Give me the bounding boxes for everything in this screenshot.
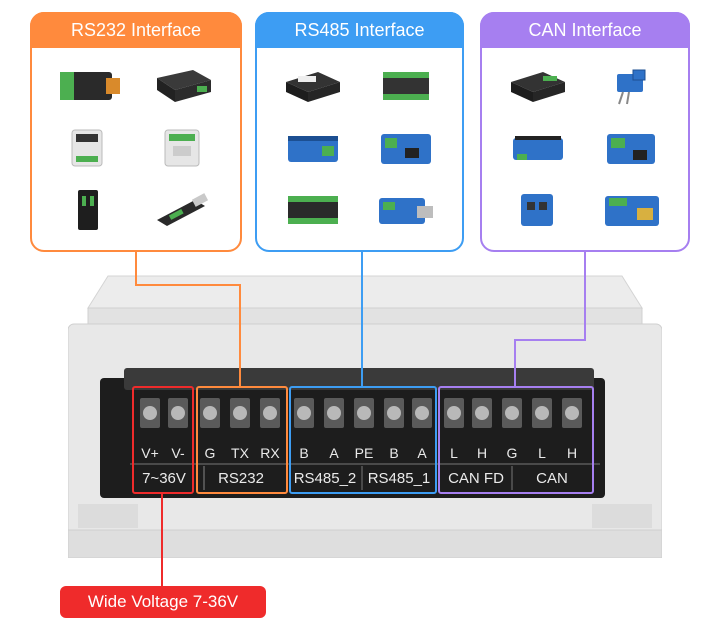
rs485-panel-title: RS485 Interface — [255, 12, 464, 48]
can-device-image — [588, 182, 676, 238]
terminal-label: H — [476, 445, 488, 461]
terminal-label: G — [506, 445, 518, 461]
wide-voltage-callout: Wide Voltage 7-36V — [60, 586, 266, 618]
rs485-device-image — [363, 58, 451, 114]
can-interface-panel: CAN Interface — [480, 12, 690, 252]
power-group-label: 7~36V — [142, 469, 186, 487]
terminal-label: B — [299, 445, 309, 461]
terminal-label: B — [389, 445, 399, 461]
rs485-device-image — [269, 58, 357, 114]
rs485-device-image — [269, 182, 357, 238]
screw-head — [387, 406, 401, 420]
terminal-label: V- — [171, 445, 185, 461]
screw-head — [203, 406, 217, 420]
terminal-label: A — [417, 445, 427, 461]
rs232-device-image — [44, 120, 133, 176]
rs485-device-grid — [269, 58, 450, 238]
rs232-device-image — [44, 58, 133, 114]
screw-head — [143, 406, 157, 420]
screw-head — [535, 406, 549, 420]
terminal-label: V+ — [141, 445, 159, 461]
can-device-grid — [494, 58, 676, 238]
terminal-label: L — [450, 445, 458, 461]
can-connector-line — [514, 252, 586, 386]
rs232-device-image — [139, 58, 228, 114]
terminal-label: G — [204, 445, 216, 461]
can-device-image — [494, 120, 582, 176]
screw-head — [505, 406, 519, 420]
screw-head — [171, 406, 185, 420]
rs232-device-image — [139, 120, 228, 176]
rs485-interface-panel: RS485 Interface — [255, 12, 464, 252]
rs232-device-image — [44, 182, 133, 238]
rs232-connector-line — [135, 252, 241, 386]
terminal-label: L — [538, 445, 546, 461]
screw-head — [357, 406, 371, 420]
rs232-panel-title: RS232 Interface — [30, 12, 242, 48]
canfd-group-label: CAN FD — [448, 469, 504, 487]
can-highlight-box — [438, 386, 594, 494]
rs485-device-image — [363, 120, 451, 176]
screw-head — [415, 406, 429, 420]
can-panel-title: CAN Interface — [480, 12, 690, 48]
terminal-label: H — [566, 445, 578, 461]
can-device-image — [494, 182, 582, 238]
screw-head — [327, 406, 341, 420]
terminal-label: A — [329, 445, 339, 461]
screw-head — [233, 406, 247, 420]
screw-head — [297, 406, 311, 420]
rs485-device-image — [363, 182, 451, 238]
can-device-image — [588, 120, 676, 176]
rs485-2-group-label: RS485_2 — [293, 469, 357, 487]
screw-head — [565, 406, 579, 420]
terminal-label: PE — [354, 445, 374, 461]
screw-head — [447, 406, 461, 420]
rs232-device-grid — [44, 58, 228, 238]
can-device-image — [588, 58, 676, 114]
rs232-device-image — [139, 182, 228, 238]
rs485-1-group-label: RS485_1 — [367, 469, 431, 487]
rs232-highlight-box — [196, 386, 288, 494]
rs232-interface-panel: RS232 Interface — [30, 12, 242, 252]
rs485-device-image — [269, 120, 357, 176]
terminal-label: TX — [231, 445, 249, 461]
can-device-image — [494, 58, 582, 114]
screw-head — [475, 406, 489, 420]
can-group-label: CAN — [536, 469, 568, 487]
power-highlight-box — [132, 386, 194, 494]
rs232-group-label: RS232 — [218, 469, 264, 487]
rs485-highlight-box — [289, 386, 437, 494]
terminal-label: RX — [260, 445, 280, 461]
screw-head — [263, 406, 277, 420]
